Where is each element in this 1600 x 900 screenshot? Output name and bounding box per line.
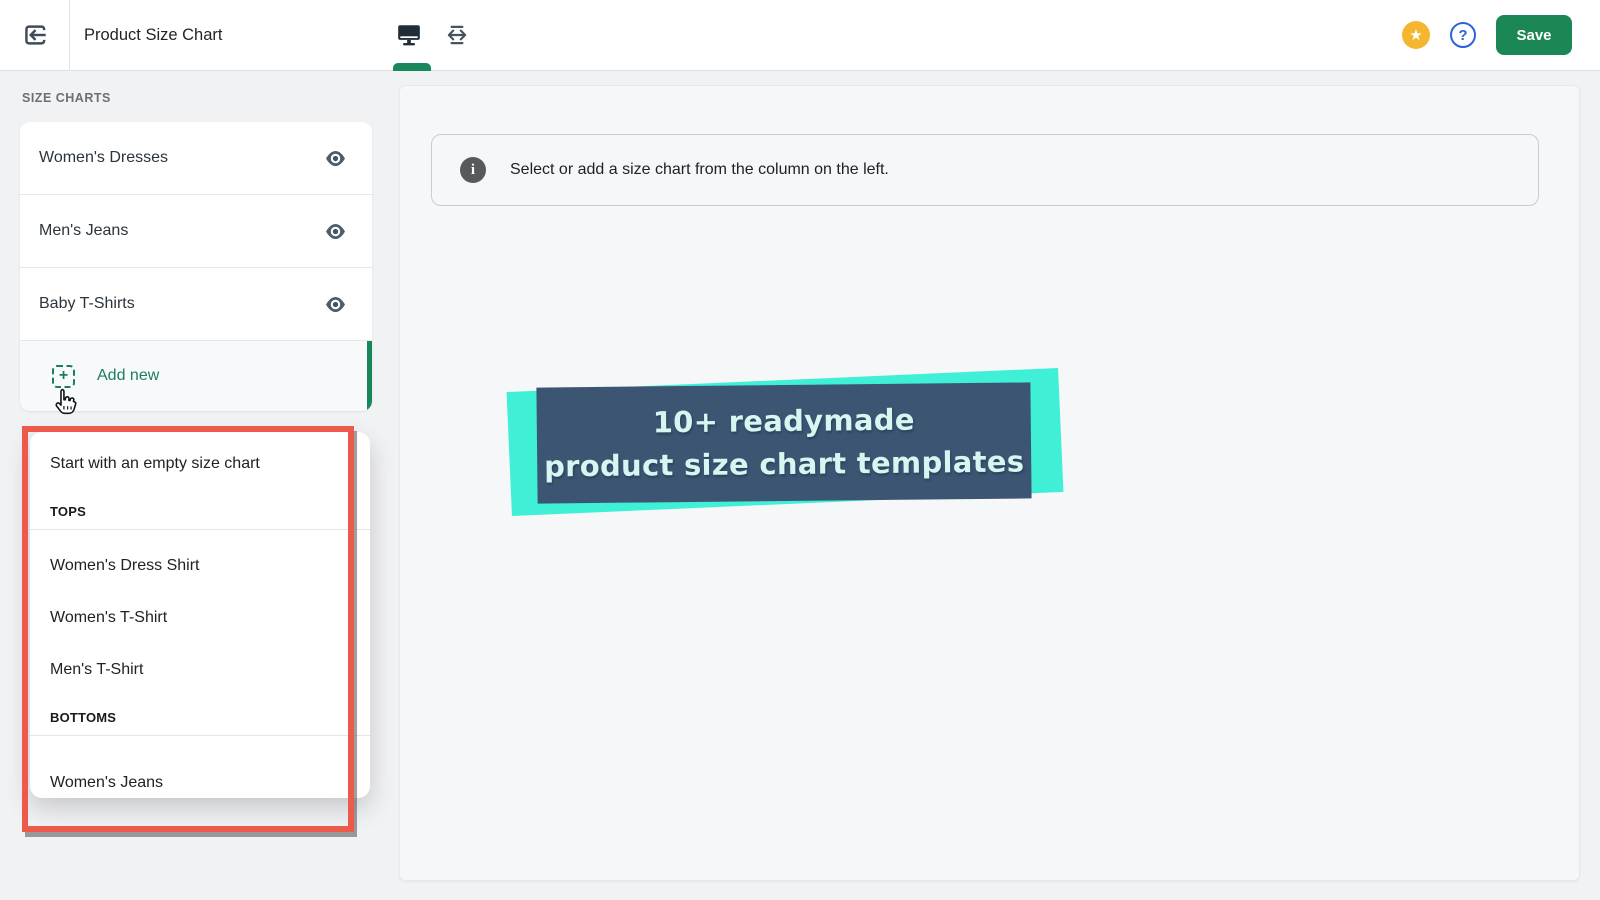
help-button[interactable]: ?: [1450, 22, 1476, 48]
preview-eye-button[interactable]: [324, 149, 348, 167]
add-new-template-dropdown: Start with an empty size chart TOPS Wome…: [30, 432, 370, 798]
save-button[interactable]: Save: [1496, 15, 1572, 55]
responsive-width-icon: [444, 22, 470, 48]
dropdown-item-womens-dress-shirt[interactable]: Women's Dress Shirt: [30, 540, 370, 592]
eye-icon: [326, 223, 345, 239]
eye-icon: [326, 150, 345, 166]
size-chart-label: Men's Jeans: [39, 222, 129, 239]
dropdown-divider: [30, 735, 370, 736]
star-badge-button[interactable]: ★: [1402, 21, 1430, 49]
active-row-indicator: [367, 341, 372, 411]
eye-icon: [326, 296, 345, 312]
promo-line-1: 10+ readymade: [652, 402, 915, 440]
active-tab-indicator: [393, 63, 431, 71]
preview-eye-button[interactable]: [324, 295, 348, 313]
dropdown-item-label: Women's Dress Shirt: [50, 557, 200, 574]
dropdown-group-header-bottoms: BOTTOMS: [50, 710, 117, 725]
desktop-view-button[interactable]: [394, 20, 424, 50]
desktop-view-icon: [396, 22, 422, 48]
size-chart-row-baby-tshirts[interactable]: Baby T-Shirts: [20, 268, 372, 341]
dropdown-item-label: Men's T-Shirt: [50, 661, 144, 678]
promo-graphic: 10+ readymade product size chart templat…: [506, 368, 1064, 516]
app-header: Product Size Chart: [0, 0, 1600, 71]
add-new-button[interactable]: + Add new: [20, 341, 372, 411]
size-chart-row-womens-dresses[interactable]: Women's Dresses: [20, 122, 372, 195]
dropdown-item-label: Women's Jeans: [50, 774, 164, 791]
dropdown-item-empty-chart[interactable]: Start with an empty size chart: [30, 438, 370, 490]
preview-eye-button[interactable]: [324, 222, 348, 240]
size-chart-label: Baby T-Shirts: [39, 295, 135, 312]
info-icon: i: [460, 157, 486, 183]
back-button[interactable]: [16, 16, 54, 54]
add-plus-icon: +: [52, 364, 75, 388]
dropdown-group-tops: Women's Dress Shirt Women's T-Shirt Men'…: [30, 540, 370, 696]
view-toggles: [394, 0, 472, 70]
info-banner-text: Select or add a size chart from the colu…: [510, 161, 889, 178]
size-charts-section-label: SIZE CHARTS: [22, 91, 111, 105]
mouse-cursor-icon: [52, 387, 80, 417]
dropdown-item-womens-jeans[interactable]: Women's Jeans: [30, 736, 370, 798]
size-chart-list: Women's Dresses Men's Jeans Baby T-Shirt…: [20, 122, 372, 411]
promo-navy-card: 10+ readymade product size chart templat…: [536, 382, 1032, 504]
dropdown-divider: [30, 529, 370, 530]
dropdown-item-womens-tshirt[interactable]: Women's T-Shirt: [30, 592, 370, 644]
size-chart-label: Women's Dresses: [39, 149, 169, 166]
main-content-panel: i Select or add a size chart from the co…: [399, 85, 1580, 881]
add-new-label: Add new: [97, 367, 160, 384]
promo-line-2: product size chart templates: [543, 444, 1025, 484]
star-icon: ★: [1409, 27, 1423, 44]
info-banner: i Select or add a size chart from the co…: [431, 134, 1539, 206]
dropdown-group-header-tops: TOPS: [50, 504, 86, 519]
header-divider: [69, 0, 70, 70]
help-icon: ?: [1458, 26, 1468, 44]
dropdown-item-mens-tshirt[interactable]: Men's T-Shirt: [30, 644, 370, 696]
responsive-width-button[interactable]: [442, 20, 472, 50]
header-actions: ★ ? Save: [1402, 0, 1572, 70]
dropdown-item-label: Start with an empty size chart: [50, 455, 260, 472]
back-icon: [20, 20, 50, 50]
dropdown-item-label: Women's T-Shirt: [50, 609, 168, 626]
size-chart-row-mens-jeans[interactable]: Men's Jeans: [20, 195, 372, 268]
page-title: Product Size Chart: [84, 25, 223, 44]
